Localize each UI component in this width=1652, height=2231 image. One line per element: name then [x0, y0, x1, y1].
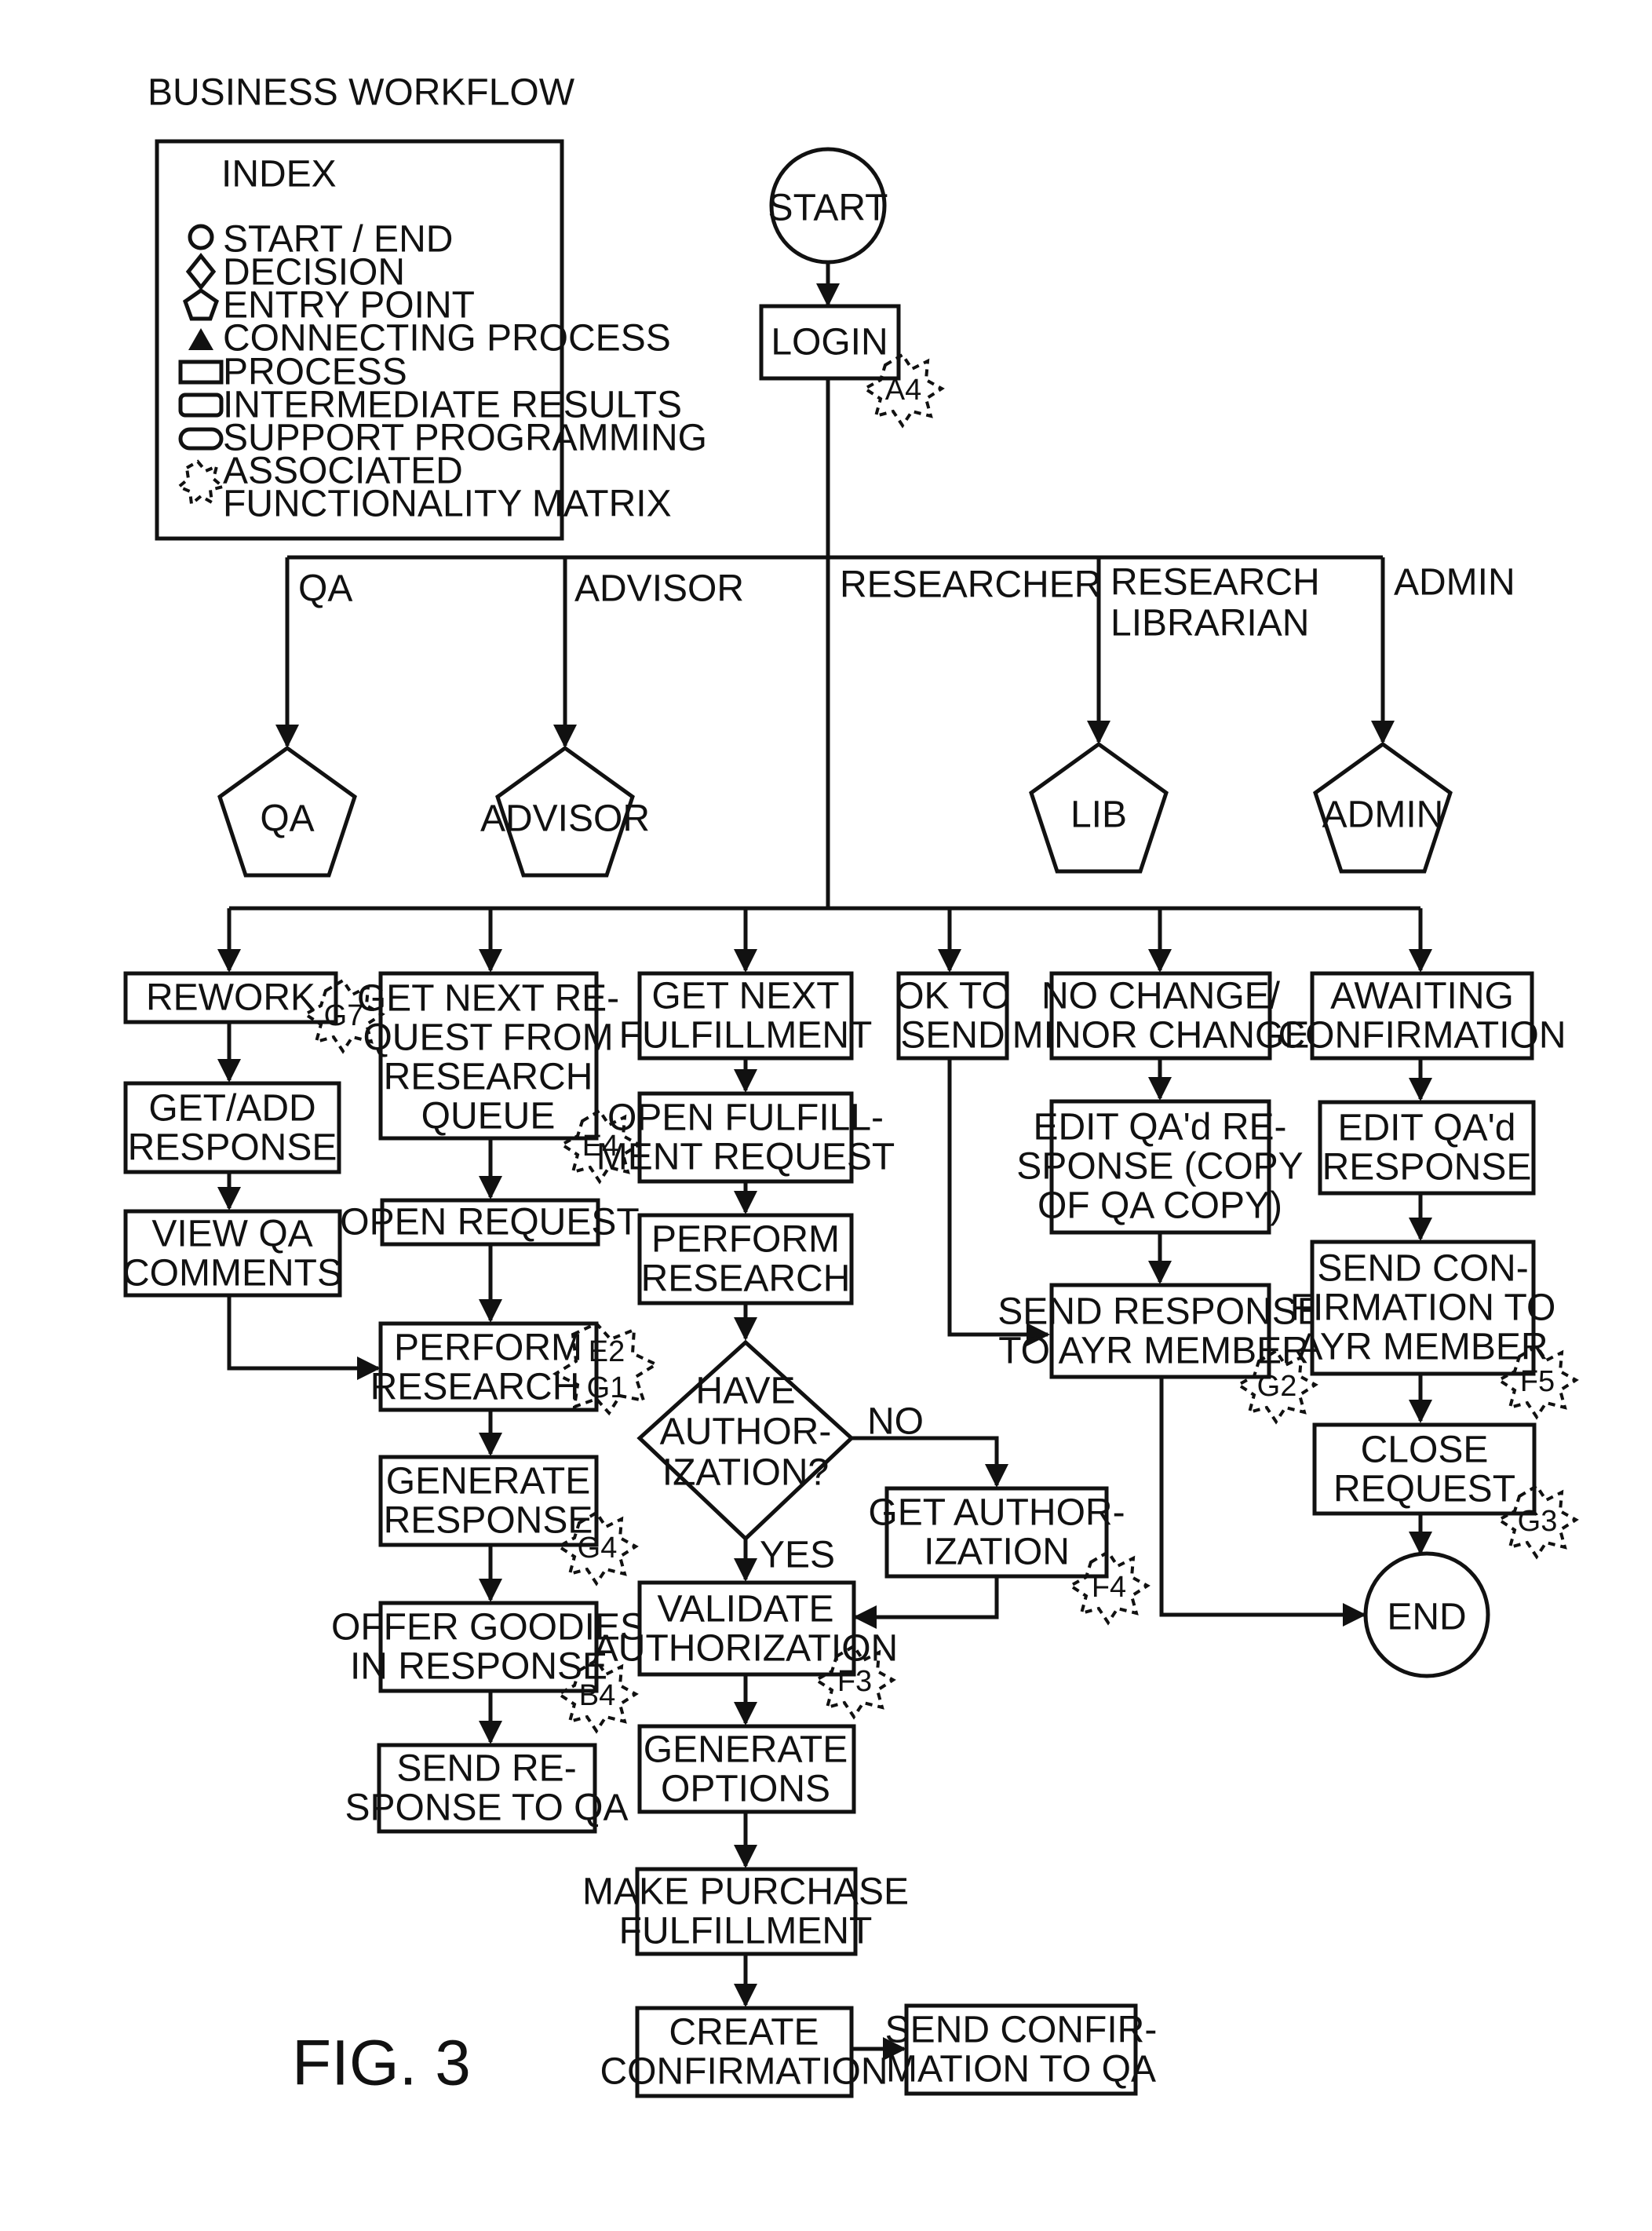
perform-research-advisor-label: PERFORM: [394, 1327, 582, 1369]
edit-qad-response-label: RESPONSE: [1322, 1147, 1532, 1189]
awaiting-confirmation-label: CONFIRMATION: [1278, 1015, 1566, 1057]
offer-goodies-label: IN RESPONSE: [350, 1646, 607, 1688]
badge-f5-label: F5: [1520, 1365, 1555, 1398]
branch-label-yes: YES: [760, 1535, 835, 1576]
get-authorization-label: GET AUTHOR-: [868, 1492, 1125, 1534]
send-confirmation-to-ayr-member-label: FIRMATION TO: [1290, 1287, 1556, 1329]
no-change-minor-change-label: NO CHANGE/: [1041, 976, 1281, 1017]
send-confirmation-to-qa-label: SEND CONFIR-: [885, 2010, 1158, 2051]
view-qa-comments-label: VIEW QA: [151, 1214, 312, 1255]
make-purchase-fulfillment-label: MAKE PURCHASE: [582, 1871, 909, 1913]
validate-authorization-label: VALIDATE: [658, 1589, 834, 1630]
entry-point-lib-label: LIB: [1070, 794, 1127, 836]
badge-e2-label: E2: [589, 1335, 625, 1368]
branch-label-no: NO: [867, 1401, 924, 1443]
send-confirmation-to-ayr-member-label: AYR MEMBER: [1297, 1327, 1548, 1368]
login-label: LOGIN: [771, 322, 888, 363]
badge-f4-label: F4: [1092, 1571, 1126, 1604]
branch-label-advisor: ADVISOR: [574, 568, 744, 610]
get-next-fulfillment-label: GET NEXT: [651, 976, 839, 1017]
edit-qad-response-copy-label: EDIT QA'd RE-: [1033, 1107, 1286, 1148]
generate-options-label: OPTIONS: [661, 1769, 830, 1810]
figure-label: FIG. 3: [292, 2028, 471, 2099]
send-response-to-qa-label: SPONSE TO QA: [345, 1787, 628, 1829]
ok-to-send-label: SEND: [900, 1015, 1005, 1057]
badge-g4-label: G4: [578, 1532, 618, 1565]
branch-label-research-librarian: RESEARCH: [1110, 562, 1320, 604]
badge-b4-label: B4: [579, 1679, 615, 1712]
have-authorization-label: HAVE: [695, 1371, 795, 1412]
get-next-request-label: RESEARCH: [384, 1057, 593, 1098]
awaiting-confirmation-label: AWAITING: [1330, 976, 1514, 1017]
create-confirmation-label: CREATE: [669, 2012, 819, 2054]
make-purchase-fulfillment-label: FULFILLMENT: [619, 1911, 873, 1952]
get-authorization-label: IZATION: [924, 1532, 1070, 1573]
diagram-title: BUSINESS WORKFLOW: [148, 72, 575, 114]
entry-point-advisor-label: ADVISOR: [480, 798, 650, 840]
end-label: END: [1387, 1597, 1466, 1638]
generate-response-label: RESPONSE: [384, 1500, 593, 1542]
badge-g7-label: G7: [324, 999, 364, 1032]
edit-qad-response-copy-label: SPONSE (COPY: [1016, 1146, 1303, 1188]
branch-label-qa: QA: [298, 568, 352, 610]
close-request-label: CLOSE: [1361, 1430, 1489, 1471]
open-fulfillment-request-label: MENT REQUEST: [596, 1137, 895, 1178]
branch-label-research-librarian: LIBRARIAN: [1110, 603, 1309, 644]
legend-title: INDEX: [221, 154, 337, 195]
create-confirmation-label: CONFIRMATION: [600, 2051, 888, 2093]
edit-qad-response-copy-label: OF QA COPY): [1038, 1185, 1282, 1227]
view-qa-comments-label: COMMENTS: [122, 1253, 342, 1294]
badge-g1-label: G1: [587, 1371, 627, 1404]
get-add-response-label: RESPONSE: [128, 1127, 337, 1169]
get-add-response-label: GET/ADD: [148, 1088, 315, 1130]
edit-qad-response-label: EDIT QA'd: [1337, 1108, 1515, 1149]
send-response-to-qa-label: SEND RE-: [396, 1748, 576, 1790]
open-request-label: OPEN REQUEST: [340, 1202, 639, 1243]
rework-label: REWORK: [146, 977, 315, 1019]
badge-e4-label: E4: [582, 1130, 618, 1163]
ok-to-send-label: OK TO: [895, 976, 1011, 1017]
perform-research-advisor-label: RESEARCH: [370, 1367, 580, 1408]
perform-research-researcher-label: PERFORM: [651, 1219, 840, 1261]
entry-point-admin-label: ADMIN: [1322, 794, 1444, 836]
have-authorization-label: AUTHOR-: [660, 1411, 832, 1453]
get-next-fulfillment-label: FULFILLMENT: [619, 1015, 873, 1057]
close-request-label: REQUEST: [1333, 1469, 1515, 1510]
branch-label-researcher: RESEARCHER: [840, 564, 1101, 606]
legend: INDEX START / END DECISION ENTRY POINT C…: [157, 141, 707, 539]
perform-research-researcher-label: RESEARCH: [641, 1258, 851, 1300]
badge-f3-label: F3: [837, 1665, 872, 1698]
badge-g3-label: G3: [1518, 1505, 1558, 1538]
get-next-request-label: QUEST FROM: [363, 1017, 613, 1059]
send-response-to-ayr-member-label: SEND RESPONSE: [997, 1291, 1322, 1333]
send-confirmation-to-ayr-member-label: SEND CON-: [1317, 1248, 1528, 1290]
branch-label-admin: ADMIN: [1394, 562, 1515, 604]
generate-options-label: GENERATE: [644, 1729, 848, 1771]
get-next-request-label: GET NEXT RE-: [357, 978, 619, 1020]
open-fulfillment-request-label: OPEN FULFILL-: [607, 1097, 884, 1139]
no-change-minor-change-label: MINOR CHANGE: [1012, 1015, 1310, 1057]
start-label: START: [768, 188, 888, 229]
send-response-to-ayr-member-label: TO AYR MEMBER: [998, 1331, 1309, 1372]
badge-g2-label: G2: [1257, 1370, 1297, 1403]
badge-a4-label: A4: [885, 374, 921, 407]
send-confirmation-to-qa-label: MATION TO QA: [886, 2049, 1156, 2090]
legend-item-functionality-matrix: FUNCTIONALITY MATRIX: [223, 484, 672, 525]
have-authorization-label: IZATION?: [662, 1452, 829, 1494]
entry-point-qa-label: QA: [260, 798, 314, 840]
generate-response-label: GENERATE: [386, 1461, 590, 1503]
get-next-request-label: QUEUE: [421, 1096, 556, 1137]
